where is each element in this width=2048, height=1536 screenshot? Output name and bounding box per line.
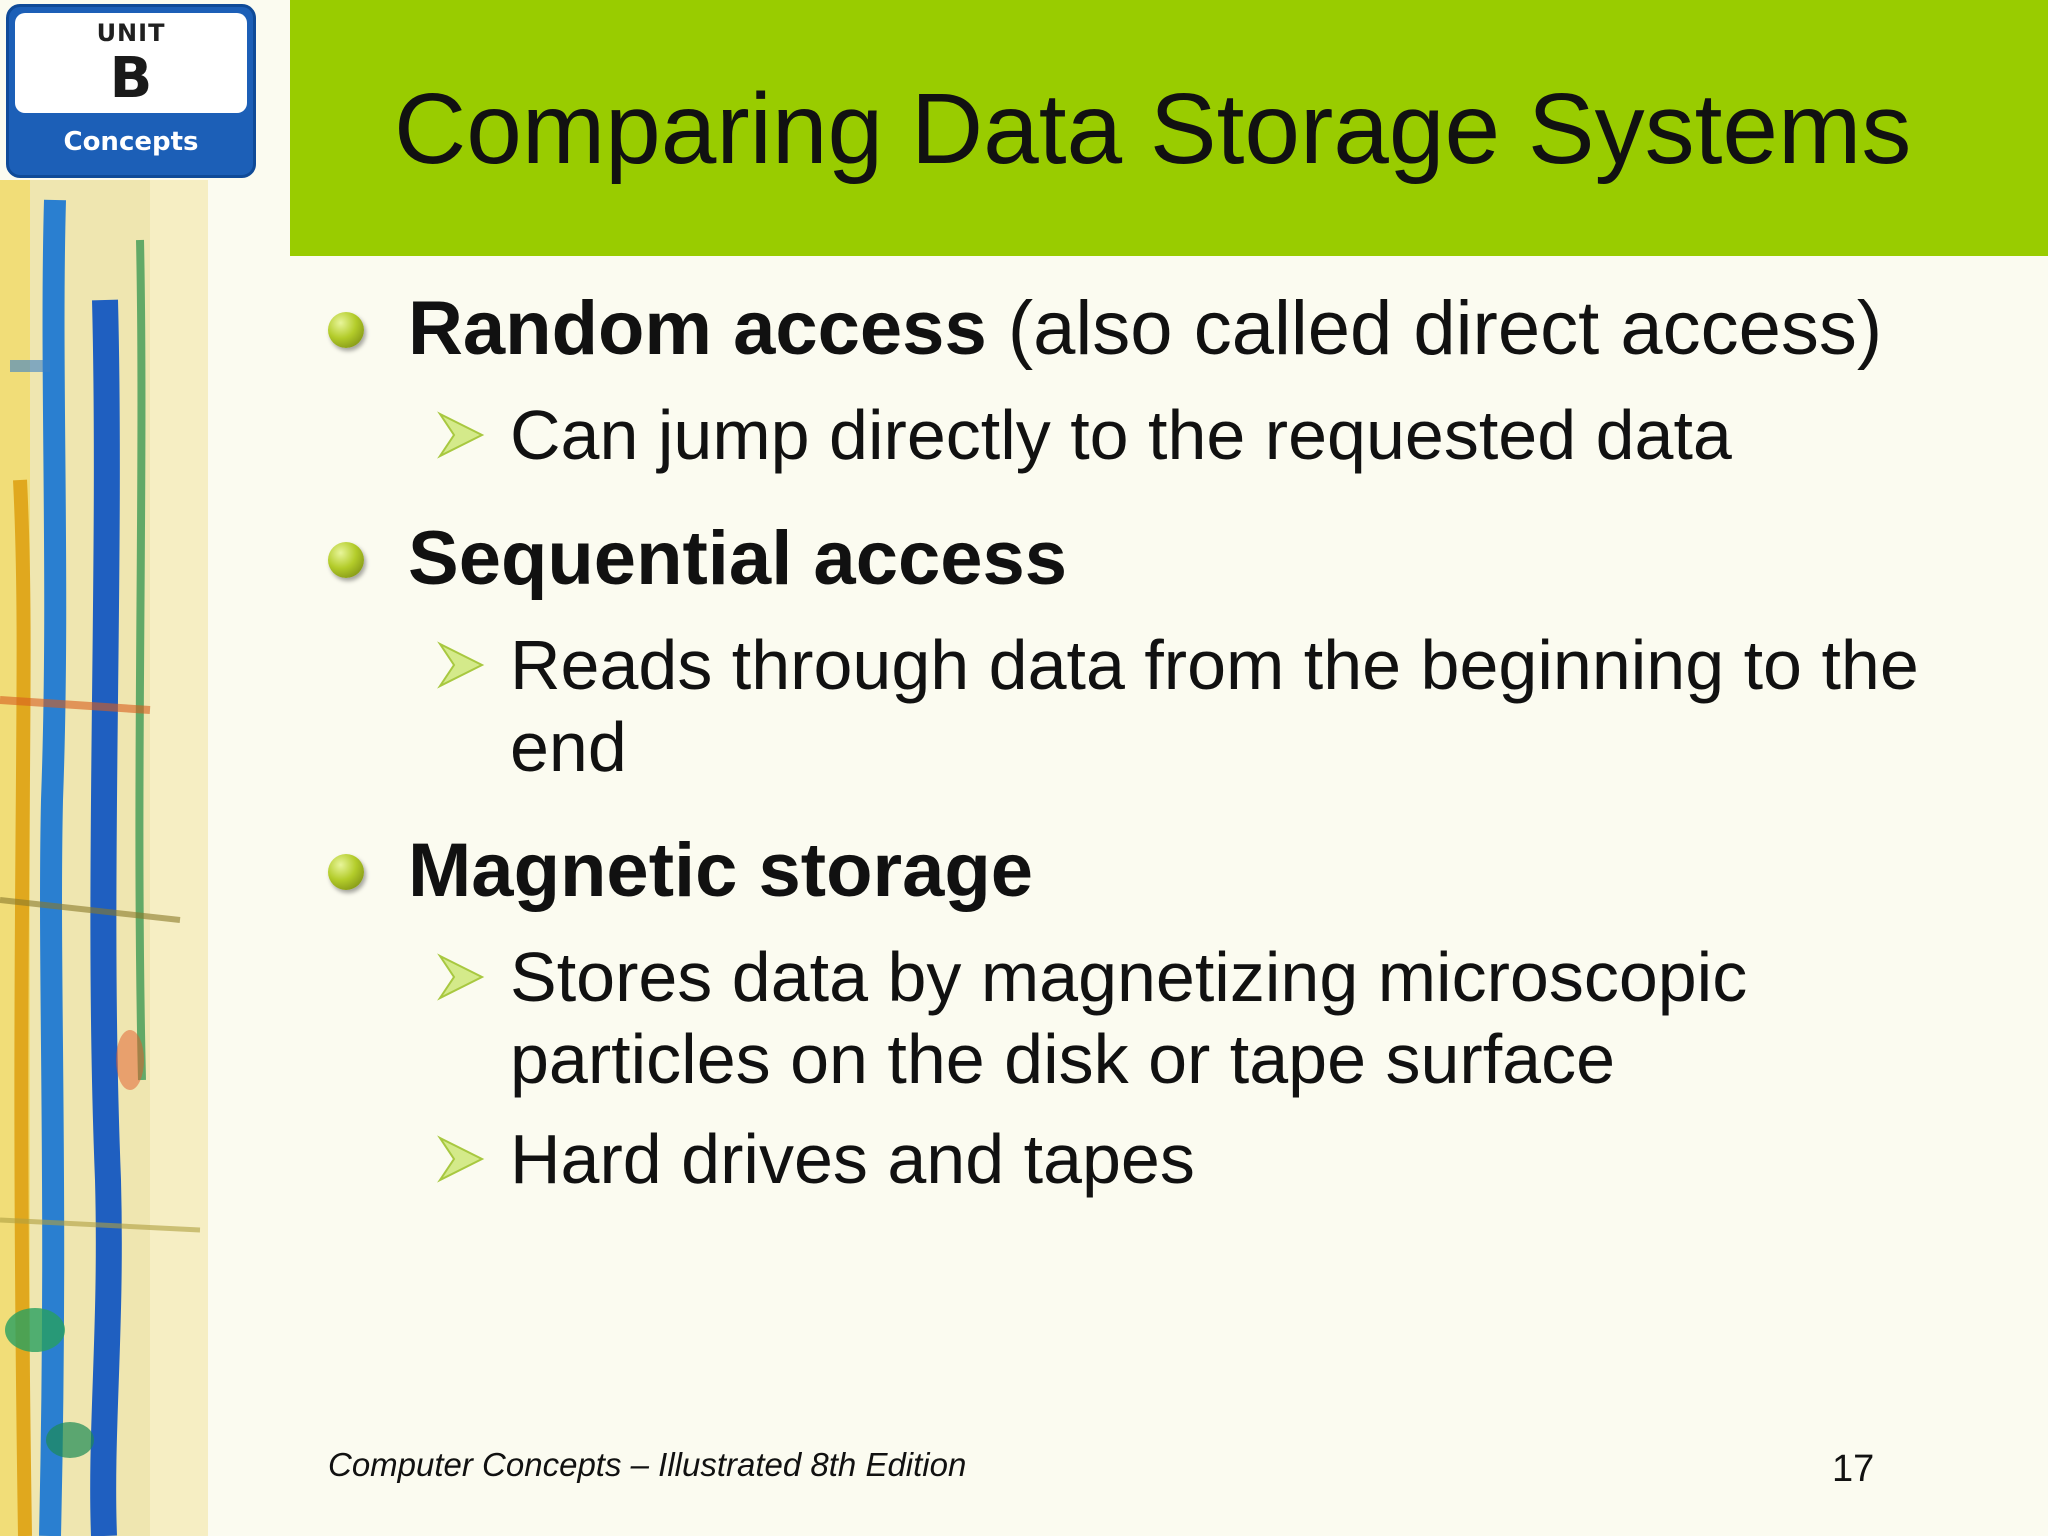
decorative-art-strip xyxy=(0,180,208,1536)
footer-text: Computer Concepts – Illustrated 8th Edit… xyxy=(328,1446,967,1483)
bullet-term: Random access xyxy=(408,286,987,371)
bullet-random-access: Random access (also called direct access… xyxy=(408,284,1882,374)
unit-badge-label-area: UNIT B xyxy=(15,13,247,113)
arrow-bullet-icon xyxy=(437,641,485,689)
unit-label: UNIT xyxy=(96,19,166,47)
green-sphere-bullet-icon xyxy=(328,312,364,348)
bullet-magnetic-storage: Magnetic storage xyxy=(408,826,1033,916)
green-sphere-bullet-icon xyxy=(328,854,364,890)
unit-letter: B xyxy=(109,46,153,111)
green-sphere-bullet-icon xyxy=(328,542,364,578)
arrow-bullet-icon xyxy=(437,411,485,459)
arrow-bullet-icon xyxy=(437,1135,485,1183)
bullet-sequential-access: Sequential access xyxy=(408,514,1067,604)
bullet-text: (also called direct access) xyxy=(986,286,1883,371)
arrow-bullet-icon xyxy=(437,953,485,1001)
unit-badge: UNIT B Concepts xyxy=(6,4,256,178)
slide-title: Comparing Data Storage Systems xyxy=(394,73,1912,185)
page-number: 17 xyxy=(1832,1448,1875,1490)
sub-bullet: Reads through data from the beginning to… xyxy=(510,626,1919,786)
bullet-term: Sequential access xyxy=(408,516,1068,601)
unit-category: Concepts xyxy=(63,127,199,157)
sub-bullet: Can jump directly to the requested data xyxy=(510,396,1732,474)
bullet-term: Magnetic storage xyxy=(408,828,1034,913)
title-bar: Comparing Data Storage Systems xyxy=(290,0,2048,256)
sub-bullet: Hard drives and tapes xyxy=(510,1120,1195,1198)
sub-bullet: Stores data by magnetizing microscopic p… xyxy=(510,938,1748,1098)
